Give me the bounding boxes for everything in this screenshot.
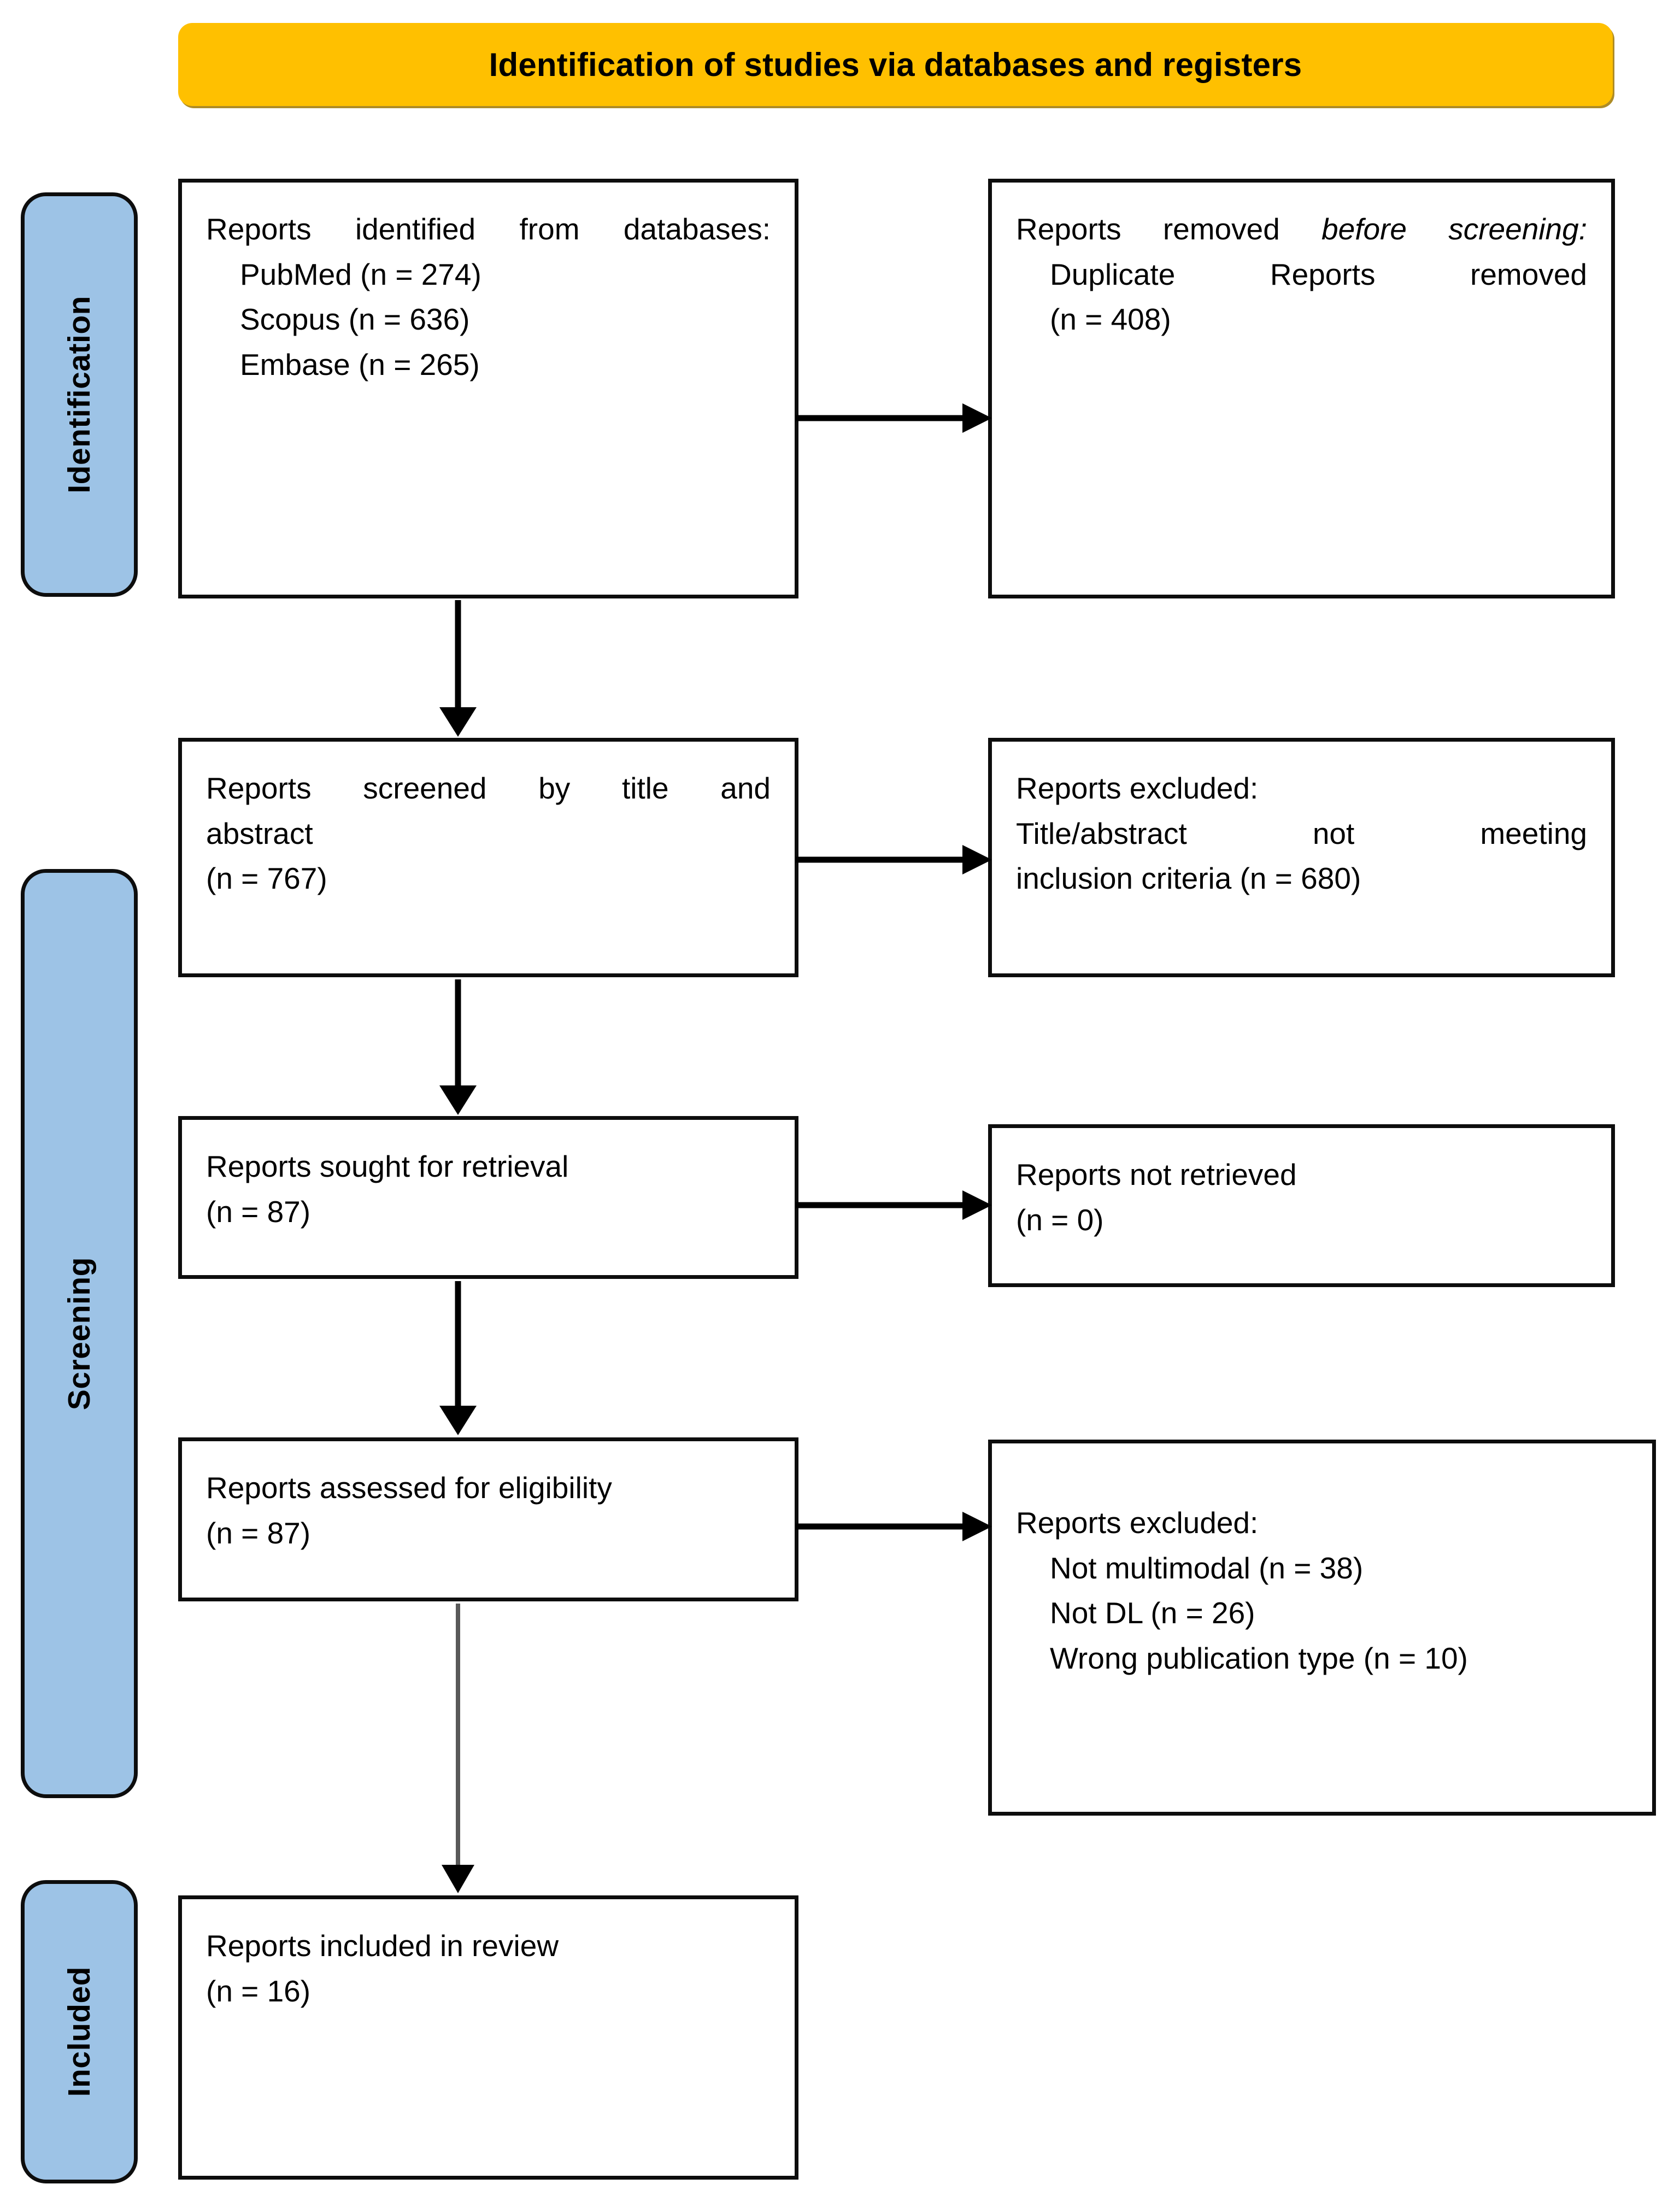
not-retrieved-line-2: (n = 0) [1016, 1202, 1104, 1237]
removed-heading: Reports removed before screening: [1016, 207, 1587, 252]
excluded-screening-line-2: inclusion criteria (n = 680) [1016, 861, 1361, 895]
removed-heading-colon: : [1578, 212, 1587, 246]
removed-heading-plain: Reports removed [1016, 212, 1322, 246]
stage-label-screening: Screening [62, 1257, 97, 1411]
eligibility-line-2: (n = 87) [206, 1516, 311, 1550]
identified-item-scopus: Scopus (n = 636) [240, 302, 470, 336]
stage-bar-included: Included [21, 1880, 138, 2183]
excluded-screening-heading: Reports excluded: [1016, 771, 1259, 805]
removed-item-count: (n = 408) [1050, 302, 1171, 336]
box-reports-identified: Reports identified from databases: PubMe… [178, 179, 798, 598]
not-retrieved-line-1: Reports not retrieved [1016, 1158, 1297, 1191]
identified-item-pubmed: PubMed (n = 274) [240, 257, 481, 291]
arrow-eligibility-to-excluded-icon [795, 1507, 992, 1546]
stage-bar-identification: Identification [21, 192, 138, 597]
arrow-identified-to-screened-icon [432, 600, 484, 737]
sought-line-1: Reports sought for retrieval [206, 1149, 569, 1183]
excluded-eligibility-item-not-dl: Not DL (n = 26) [1050, 1596, 1255, 1630]
box-reports-eligibility: Reports assessed for eligibility (n = 87… [178, 1437, 798, 1601]
box-reports-screened: Reports screened by title and abstract (… [178, 738, 798, 977]
screened-line-3: (n = 767) [206, 861, 327, 895]
excluded-eligibility-item-not-multimodal: Not multimodal (n = 38) [1050, 1551, 1364, 1585]
included-line-2: (n = 16) [206, 1974, 311, 2008]
arrow-eligibility-to-included-icon [432, 1604, 484, 1893]
box-reports-not-retrieved: Reports not retrieved (n = 0) [988, 1124, 1615, 1287]
eligibility-line-1: Reports assessed for eligibility [206, 1471, 612, 1505]
stage-label-included: Included [62, 1966, 97, 2097]
included-line-1: Reports included in review [206, 1929, 559, 1963]
excluded-eligibility-heading: Reports excluded: [1016, 1506, 1259, 1540]
screened-line-2: abstract [206, 816, 313, 850]
stage-label-identification: Identification [62, 296, 97, 494]
arrow-screened-to-sought-icon [432, 979, 484, 1115]
box-reports-removed: Reports removed before screening: Duplic… [988, 179, 1615, 598]
removed-item-duplicates: Duplicate Reports removed [1050, 257, 1587, 291]
box-reports-included: Reports included in review (n = 16) [178, 1895, 798, 2180]
identified-item-embase: Embase (n = 265) [240, 347, 480, 381]
arrow-sought-to-not-retrieved-icon [795, 1186, 992, 1224]
screened-line-1: Reports screened by title and [206, 771, 771, 805]
arrow-sought-to-eligibility-icon [432, 1281, 484, 1435]
arrow-screened-to-excluded-icon [795, 841, 992, 879]
diagram-banner: Identification of studies via databases … [178, 23, 1613, 106]
box-reports-excluded-eligibility: Reports excluded: Not multimodal (n = 38… [988, 1440, 1656, 1816]
removed-heading-italic: before screening [1321, 212, 1579, 246]
identified-heading: Reports identified from databases: [206, 212, 771, 246]
banner-title: Identification of studies via databases … [489, 46, 1302, 83]
sought-line-2: (n = 87) [206, 1194, 311, 1229]
box-reports-sought: Reports sought for retrieval (n = 87) [178, 1116, 798, 1279]
excluded-eligibility-item-wrong-type: Wrong publication type (n = 10) [1050, 1641, 1468, 1675]
excluded-screening-line-1: Title/abstract not meeting [1016, 816, 1587, 850]
box-reports-excluded-screening: Reports excluded: Title/abstract not mee… [988, 738, 1615, 977]
arrow-identified-to-removed-icon [795, 399, 992, 437]
stage-bar-screening: Screening [21, 869, 138, 1798]
